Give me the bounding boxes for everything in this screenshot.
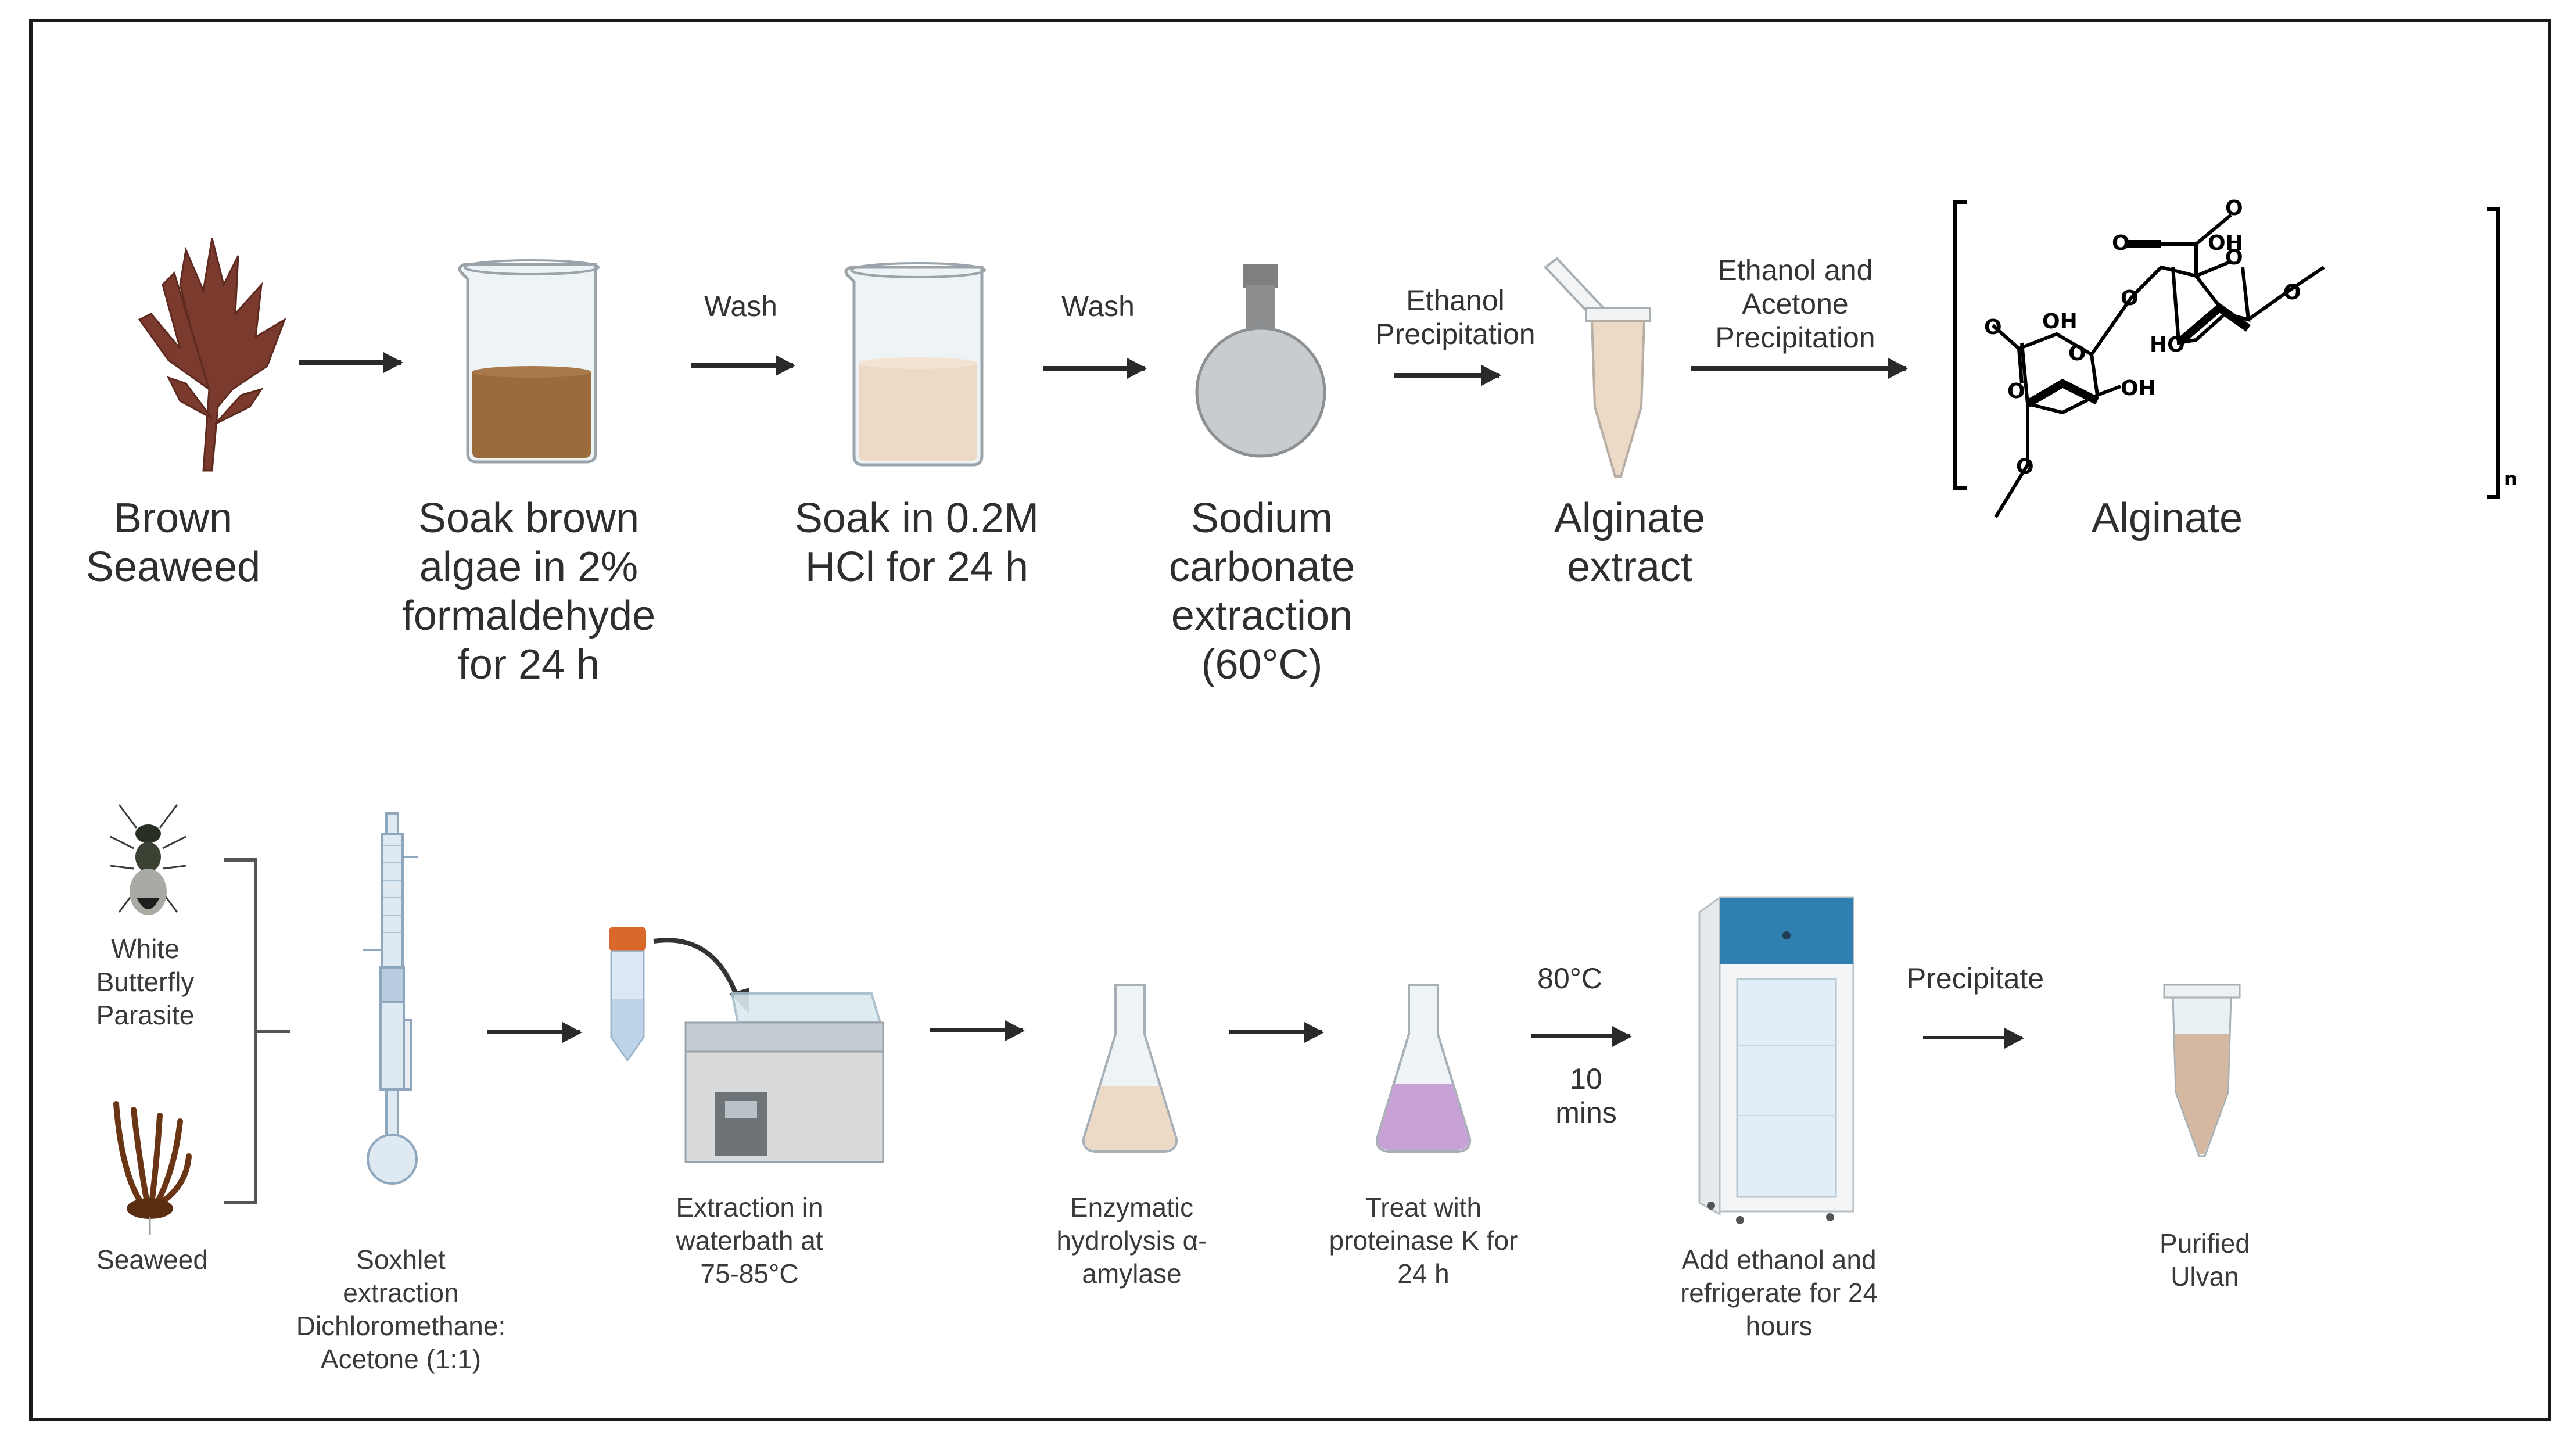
merge-bracket: [224, 858, 290, 1204]
svg-text:O: O: [1984, 315, 2002, 339]
arrow-b1: [487, 1022, 582, 1043]
arrow-b3: [1229, 1022, 1324, 1043]
falcon-tube-icon: [609, 927, 646, 1062]
arrow-2: [691, 355, 795, 376]
step-label-alginate: Alginate: [2091, 495, 2243, 541]
arrow-label: Ethanol Precipitation: [1375, 284, 1536, 350]
arrow-4: [1394, 365, 1501, 386]
svg-text:O: O: [2016, 455, 2034, 479]
step-label-alginate-extract: Alginate extract: [1554, 495, 1706, 590]
svg-text:O: O: [2007, 379, 2025, 403]
step-label-refrigerate: Add ethanol and refrigerate for 24 hours: [1680, 1245, 1878, 1341]
step-label-enzymatic-hydrolysis: Enzymatic hydrolysis α- amylase: [1056, 1192, 1207, 1289]
svg-text:OH: OH: [2208, 231, 2243, 255]
arrow-3: [1043, 358, 1147, 379]
arrow-label: Wash: [1061, 290, 1135, 322]
erlenmeyer-purple-icon: [1375, 984, 1472, 1153]
waterbath-icon: [684, 992, 884, 1163]
step-label-waterbath: Extraction in waterbath at 75-85°C: [676, 1192, 823, 1289]
microtube-icon: [1544, 257, 1651, 478]
svg-text:O: O: [2068, 342, 2086, 365]
arrow-b5: [1923, 1028, 2024, 1049]
input-label-white-butterfly-parasite: White Butterfly Parasite: [96, 934, 195, 1030]
step-label-hcl-soak: Soak in 0.2M HCl for 24 h: [794, 495, 1039, 590]
soxhlet-apparatus-icon: [363, 812, 418, 1185]
arrow-5: [1691, 358, 1908, 379]
svg-text:O: O: [2121, 286, 2139, 310]
step-label-soxhlet: Soxhlet extraction Dichloromethane: Acet…: [296, 1245, 506, 1374]
svg-text:OH: OH: [2121, 376, 2156, 400]
arrow-label: Wash: [704, 290, 777, 322]
svg-text:O: O: [2112, 231, 2130, 255]
arrow-b2: [930, 1020, 1025, 1041]
insect-icon: [110, 804, 186, 915]
ulvan-tube-icon: [2163, 984, 2241, 1157]
arrow-1: [299, 352, 403, 373]
step-label-brown-seaweed: Brown Seaweed: [85, 495, 261, 590]
svg-text:O: O: [2283, 281, 2301, 304]
beaker-brown-icon: [458, 259, 600, 464]
svg-text:O: O: [2225, 196, 2243, 220]
svg-text:O: O: [2225, 246, 2243, 270]
step-label-formaldehyde-soak: Soak brown algae in 2% formaldehyde for …: [401, 495, 656, 688]
alginate-structure-icon: O OH O O OH O HO O OH O O O O n: [1953, 196, 2517, 518]
step-label-sodium-carbonate: Sodium carbonate extraction (60°C): [1168, 495, 1355, 688]
input-label-seaweed: Seaweed: [96, 1245, 208, 1275]
arrow-b4: [1531, 1026, 1632, 1047]
brown-seaweed-icon: [138, 238, 286, 472]
polymer-subscript: n: [2504, 468, 2517, 490]
erlenmeyer-beige-icon: [1082, 984, 1178, 1153]
beaker-beige-icon: [844, 262, 986, 467]
arrow-label-temperature: 80°C: [1537, 962, 1602, 995]
refrigerator-icon: [1698, 896, 1854, 1224]
step-label-purified-ulvan: Purified Ulvan: [2160, 1228, 2250, 1292]
seaweed-icon: [113, 1101, 192, 1235]
arrow-label-precipitate: Precipitate: [1906, 962, 2044, 995]
svg-text:OH: OH: [2042, 310, 2078, 333]
round-flask-icon: [1195, 264, 1326, 458]
diagram-frame: [29, 19, 2551, 1421]
arrow-label: Ethanol and Acetone Precipitation: [1715, 254, 1875, 354]
step-label-proteinase-k: Treat with proteinase K for 24 h: [1329, 1192, 1518, 1289]
svg-text:HO: HO: [2150, 333, 2185, 357]
arrow-label-duration: 10 mins: [1555, 1063, 1617, 1129]
